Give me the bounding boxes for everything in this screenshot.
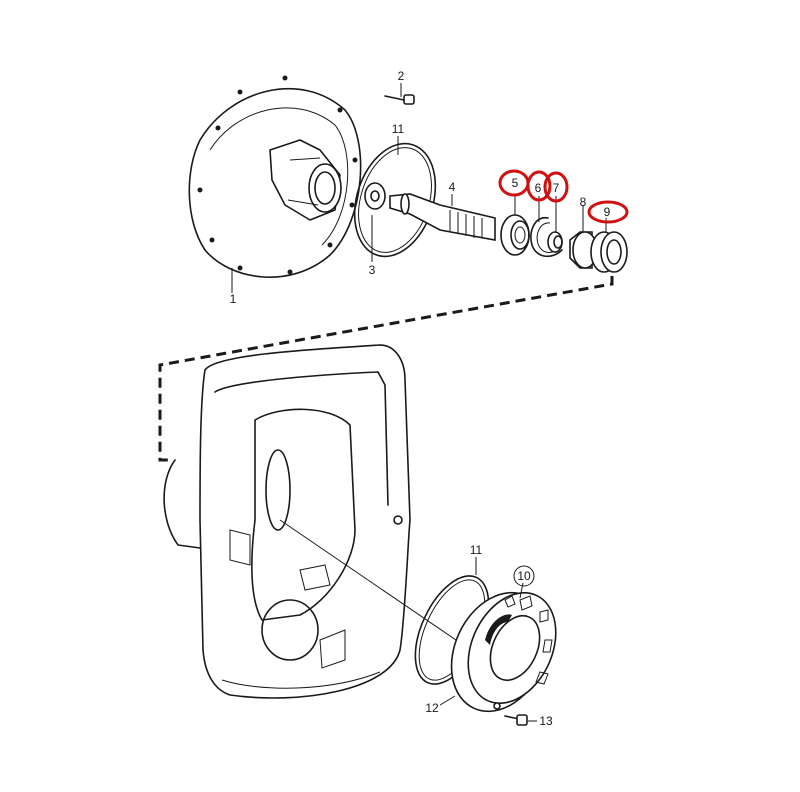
label-part-3: 3 (369, 263, 376, 277)
label-part-7: 7 (553, 181, 560, 195)
label-part-1: 1 (230, 292, 237, 306)
highlight-annotations (498, 169, 629, 224)
bolt-13 (504, 714, 528, 726)
label-part-8: 8 (580, 195, 587, 209)
label-part-5: 5 (512, 176, 519, 190)
label-part-11-top: 11 (392, 122, 405, 136)
gear-housing (163, 344, 411, 699)
highlight-part-9 (587, 200, 629, 224)
label-part-12: 12 (425, 701, 439, 715)
label-part-6: 6 (535, 181, 542, 195)
highlight-part-7 (543, 171, 569, 203)
label-part-10-circle (513, 565, 535, 587)
label-part-4: 4 (449, 180, 456, 194)
seal-9 (590, 231, 628, 273)
alignment-dashed-line (158, 276, 614, 462)
splined-shaft (389, 193, 496, 241)
label-part-10: 10 (517, 569, 531, 583)
label-part-11-bottom: 11 (470, 543, 483, 557)
spacer-7 (547, 231, 563, 253)
label-part-13: 13 (539, 714, 553, 728)
washer (364, 182, 386, 210)
bearing-5 (500, 214, 530, 256)
label-part-9: 9 (604, 205, 611, 219)
label-part-2: 2 (398, 69, 405, 83)
bearing-cover (450, 591, 557, 713)
bolt (384, 94, 415, 105)
flywheel-plate (188, 75, 362, 278)
highlight-part-6 (526, 170, 552, 202)
